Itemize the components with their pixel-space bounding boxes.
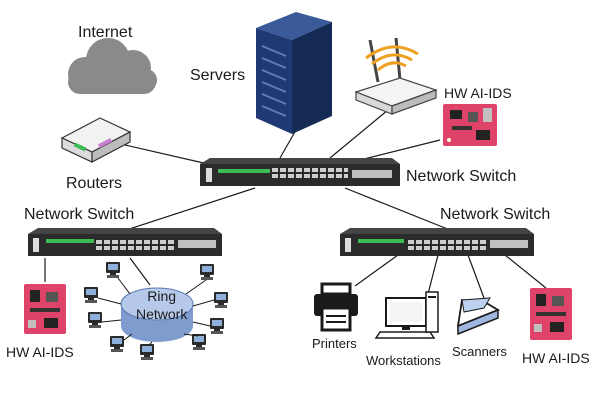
link-servers-switch [279, 129, 297, 159]
workstations-label: Workstations [366, 353, 441, 368]
link-main-left-switch [119, 187, 256, 233]
link-main-right-switch [344, 187, 456, 233]
switch-icon [28, 228, 222, 256]
hw-ai-ids-left-label: HW AI-IDS [6, 344, 74, 360]
cloud-icon [68, 38, 157, 94]
switch-icon [200, 158, 400, 186]
connection-lines [44, 109, 547, 299]
server-icon [256, 12, 332, 134]
network-switch-right-label: Network Switch [440, 206, 551, 223]
printers-label: Printers [312, 336, 357, 351]
link-right-switch-printer [354, 254, 399, 287]
ring-links [97, 277, 215, 345]
ring-network-icon [120, 287, 194, 342]
routers-label: Routers [66, 175, 123, 192]
board-icon [24, 284, 66, 334]
link-ids-switch [359, 139, 441, 161]
servers-label: Servers [190, 67, 246, 84]
board-icon [443, 104, 497, 146]
workstation-icon [374, 291, 439, 339]
link-right-switch-scanner [467, 254, 485, 299]
scanner-icon [456, 297, 501, 336]
hw-ai-ids-top-label: HW AI-IDS [444, 85, 512, 101]
board-icon [530, 288, 572, 340]
printer-icon [314, 282, 358, 332]
switch-icon [340, 228, 534, 256]
link-router-switch [111, 141, 209, 165]
network-switch-main-label: Network Switch [406, 168, 517, 185]
network-switch-left-label: Network Switch [24, 206, 135, 223]
link-right-switch-ids [504, 254, 547, 289]
router-icon [60, 117, 132, 163]
link-right-switch-workstation [427, 254, 439, 295]
internet-label: Internet [78, 24, 133, 41]
ring-network-label: Ring Network [136, 288, 188, 322]
link-wifi-switch [329, 109, 389, 159]
hw-ai-ids-right-label: HW AI-IDS [522, 350, 590, 366]
link-left-switch-ring [129, 257, 151, 286]
scanners-label: Scanners [452, 344, 507, 359]
wifi-router-icon [354, 37, 438, 115]
